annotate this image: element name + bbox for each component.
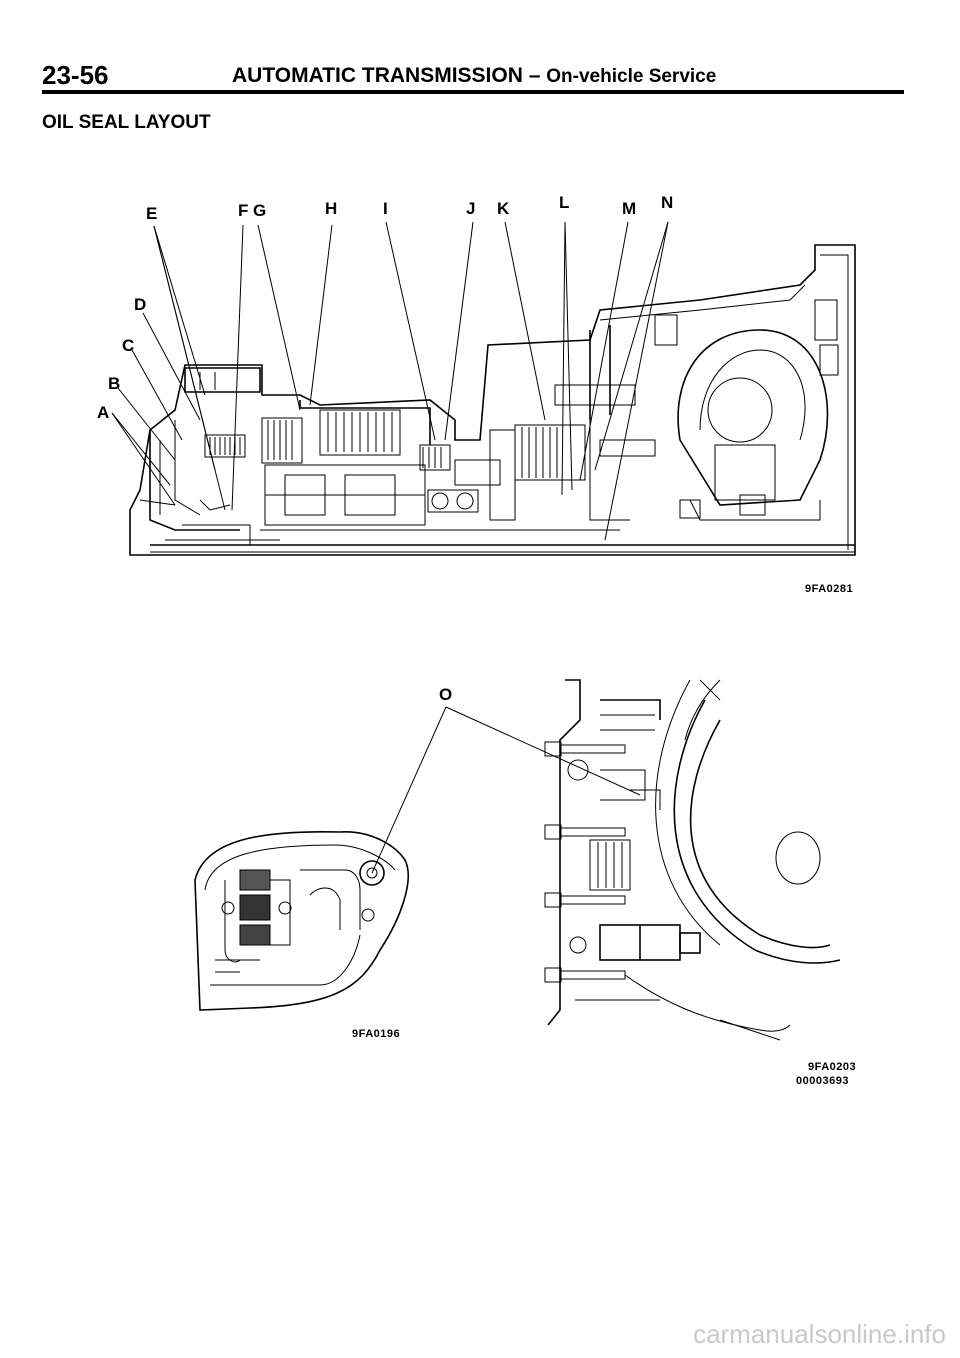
header-rule [42, 90, 904, 94]
figure-code-top: 9FA0281 [805, 583, 853, 595]
callout-g: G [253, 201, 266, 220]
callout-k: K [497, 199, 510, 218]
callout-h: H [325, 199, 337, 218]
page-number: 23-56 [42, 60, 109, 90]
callout-o: O [439, 685, 452, 704]
callout-leader-lines-top [111, 221, 669, 541]
callout-b: B [108, 374, 120, 393]
callout-leader-lines-bottom [371, 706, 641, 874]
callout-c: C [122, 336, 134, 355]
watermark: carmanualsonline.info [693, 1319, 946, 1349]
document-number: 00003693 [796, 1075, 849, 1087]
figure-code-bottom-left: 9FA0196 [352, 1028, 400, 1040]
callout-d: D [134, 295, 146, 314]
callout-labels-top: A B C D E F G H I J K L M N [97, 193, 673, 422]
section-title: OIL SEAL LAYOUT [42, 112, 211, 133]
chapter-title: AUTOMATIC TRANSMISSION – On-vehicle Serv… [232, 64, 716, 88]
transmission-case-drawing [544, 679, 841, 1041]
valve-body-drawing [194, 830, 409, 1011]
callout-a: A [97, 403, 109, 422]
chapter-title-dash: – [528, 64, 541, 87]
transmission-cross-section-drawing [129, 244, 856, 556]
chapter-subtitle: On-vehicle Service [546, 66, 717, 87]
callout-n: N [661, 193, 673, 212]
callout-j: J [466, 199, 475, 218]
callout-l: L [559, 193, 569, 212]
chapter-title-main: AUTOMATIC TRANSMISSION [232, 64, 523, 87]
callout-i: I [383, 199, 388, 218]
callout-m: M [622, 199, 636, 218]
callout-f: F [238, 201, 248, 220]
page-header: 23-56 AUTOMATIC TRANSMISSION – On-vehicl… [42, 60, 904, 96]
callout-e: E [146, 204, 157, 223]
figure-code-bottom-right: 9FA0203 [808, 1061, 856, 1073]
